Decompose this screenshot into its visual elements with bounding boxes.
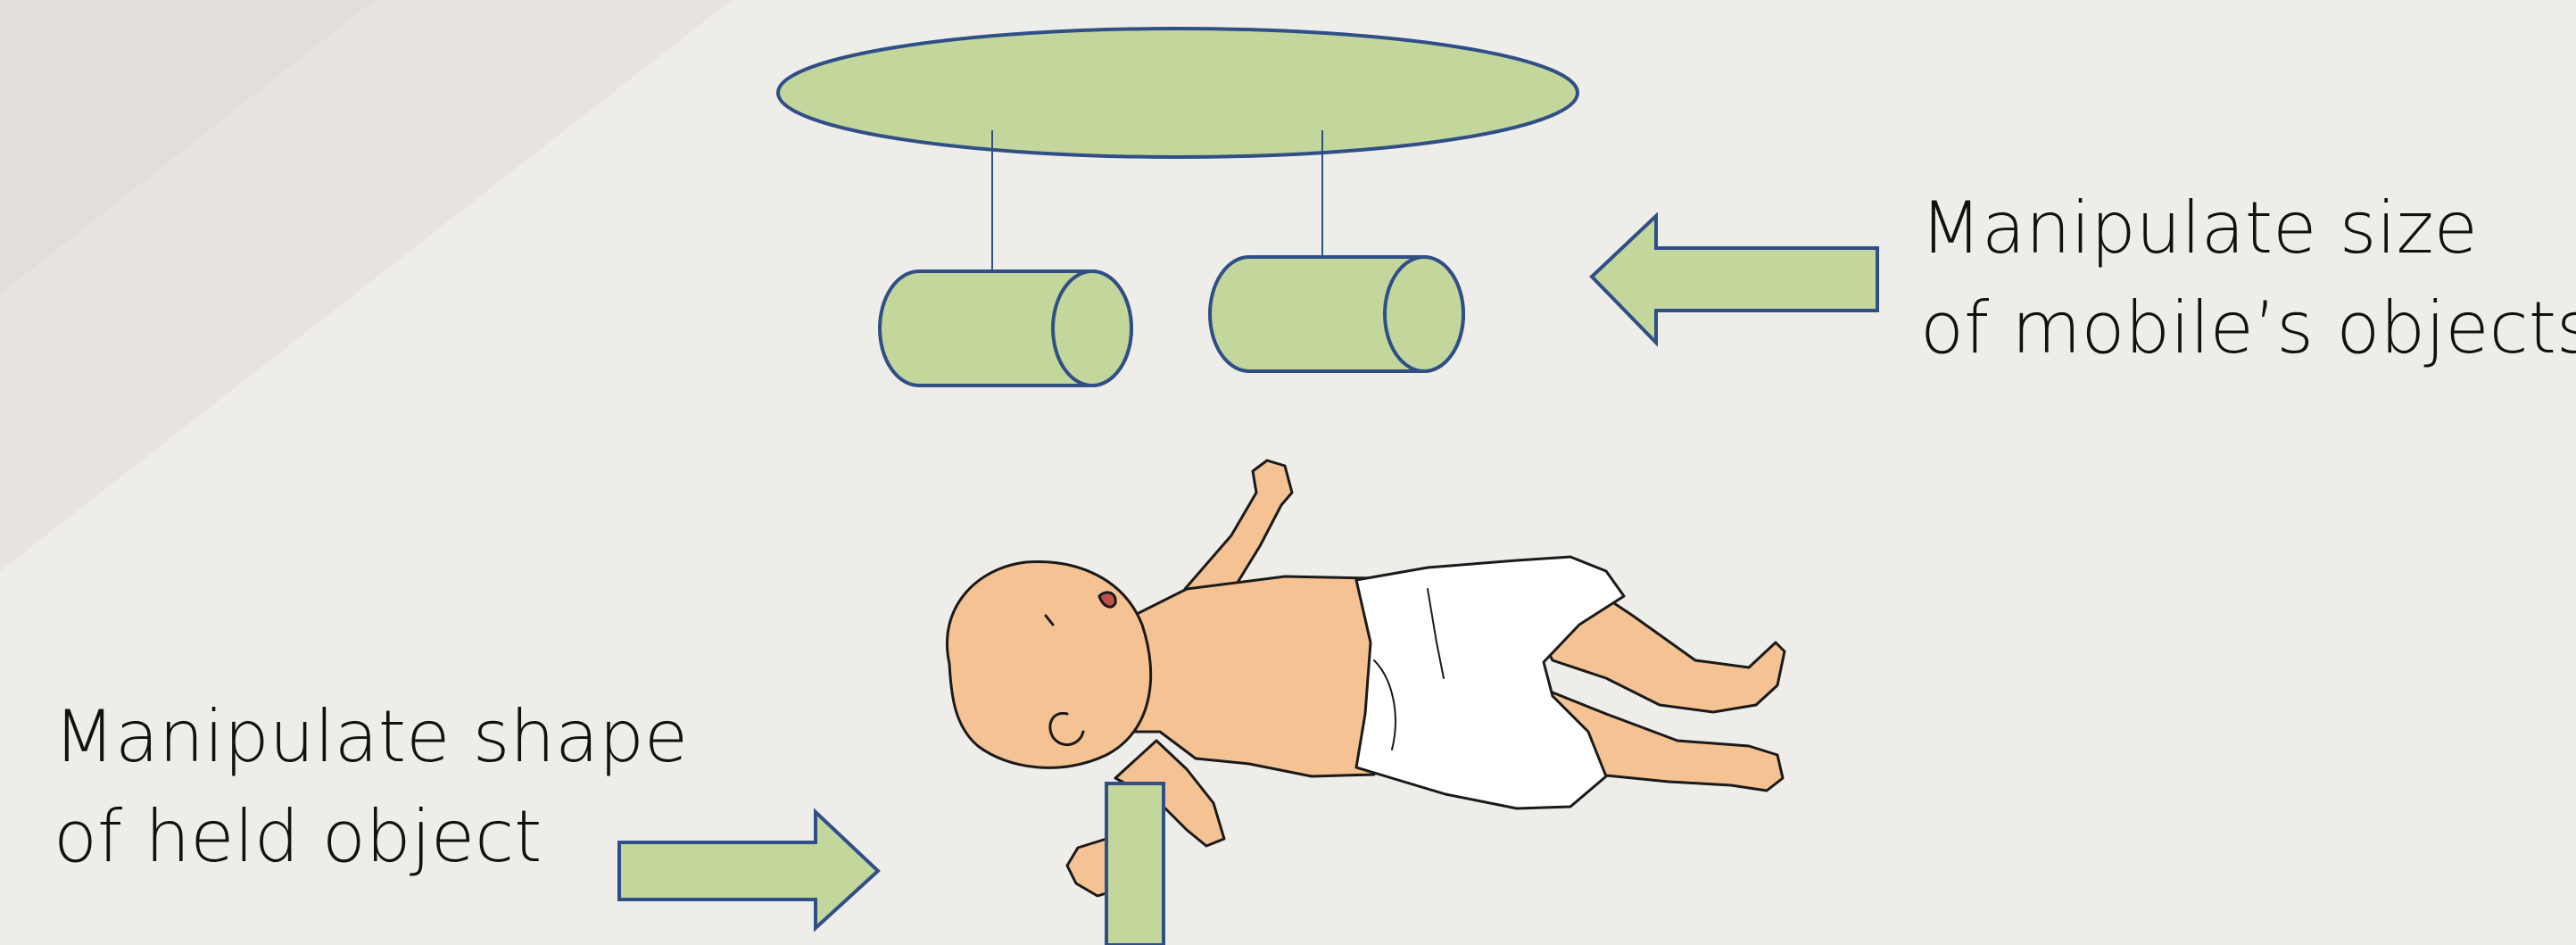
- label-size-line1: Manipulate size: [1920, 178, 2576, 278]
- cylinder-left: [880, 271, 1131, 385]
- arrow-left-icon: [1592, 216, 1877, 343]
- label-shape-line1: Manipulate shape: [54, 687, 688, 787]
- cylinder-right: [1210, 257, 1463, 371]
- mobile-ellipse: [778, 29, 1578, 157]
- baby-illustration: [947, 460, 1785, 896]
- label-shape-line2: of held object: [54, 787, 688, 887]
- held-object-block: [1106, 783, 1164, 945]
- label-size-line2: of mobile’s objects: [1920, 278, 2576, 378]
- label-manipulate-size: Manipulate size of mobile’s objects: [1920, 178, 2576, 378]
- label-manipulate-shape: Manipulate shape of held object: [54, 687, 688, 887]
